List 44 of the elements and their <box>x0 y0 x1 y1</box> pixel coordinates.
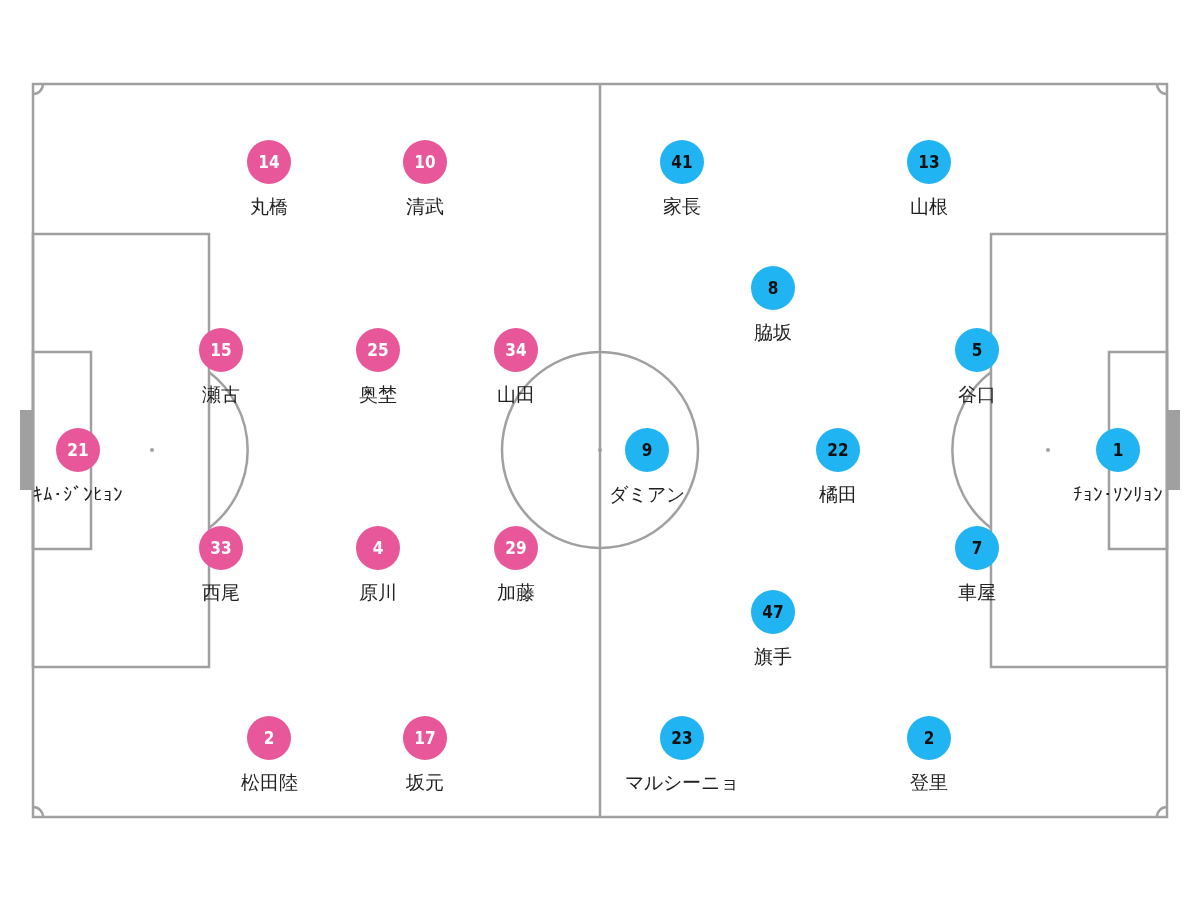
player-name: 西尾 <box>202 580 240 604</box>
player-number-marker: 25 <box>356 328 400 372</box>
player-number-marker: 47 <box>751 590 795 634</box>
player-number-marker: 2 <box>907 716 951 760</box>
player-name: 谷口 <box>958 382 996 406</box>
player-number-marker: 13 <box>907 140 951 184</box>
player-number-marker: 2 <box>247 716 291 760</box>
player-number-marker: 7 <box>955 526 999 570</box>
player-name: 清武 <box>406 194 444 218</box>
player-number-marker: 14 <box>247 140 291 184</box>
player-number-marker: 21 <box>56 428 100 472</box>
player-name: 原川 <box>359 580 397 604</box>
player-name: 奥埜 <box>359 382 397 406</box>
player-number-marker: 22 <box>816 428 860 472</box>
player-number-marker: 23 <box>660 716 704 760</box>
player-number-marker: 4 <box>356 526 400 570</box>
player-name: マルシーニョ <box>625 770 739 794</box>
player-number-marker: 34 <box>494 328 538 372</box>
player-name: 家長 <box>663 194 701 218</box>
player-name: 加藤 <box>497 580 535 604</box>
player-name: 脇坂 <box>754 320 792 344</box>
player-number-marker: 17 <box>403 716 447 760</box>
player-number-marker: 41 <box>660 140 704 184</box>
player-name: ダミアン <box>609 482 685 506</box>
player-number-marker: 1 <box>1096 428 1140 472</box>
player-name: 登里 <box>910 770 948 794</box>
player-name: 橘田 <box>819 482 857 506</box>
player-number-marker: 9 <box>625 428 669 472</box>
player-name: 坂元 <box>406 770 444 794</box>
player-number-marker: 5 <box>955 328 999 372</box>
player-name: 丸橋 <box>250 194 288 218</box>
player-number-marker: 29 <box>494 526 538 570</box>
player-number-marker: 33 <box>199 526 243 570</box>
player-name: ｷﾑ･ｼﾞﾝﾋｮﾝ <box>33 482 123 506</box>
player-name: 瀬古 <box>202 382 240 406</box>
player-name: ﾁｮﾝ･ｿﾝﾘｮﾝ <box>1073 482 1163 506</box>
player-number-marker: 10 <box>403 140 447 184</box>
player-name: 山田 <box>497 382 535 406</box>
player-name: 旗手 <box>754 644 792 668</box>
player-name: 山根 <box>910 194 948 218</box>
player-name: 松田陸 <box>240 770 298 794</box>
player-name: 車屋 <box>958 580 996 604</box>
player-number-marker: 15 <box>199 328 243 372</box>
player-number-marker: 8 <box>751 266 795 310</box>
